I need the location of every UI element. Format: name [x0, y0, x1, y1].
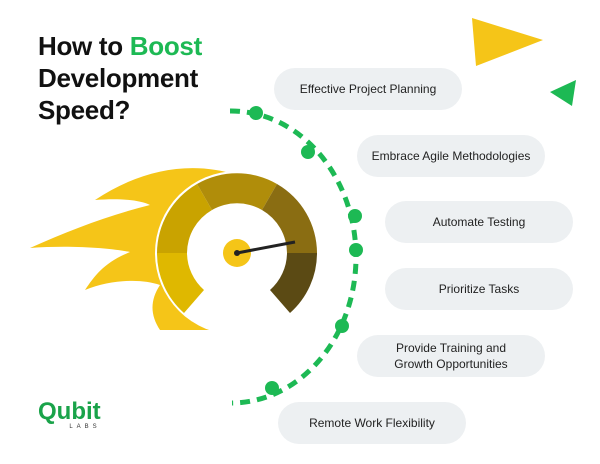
step-pill: Prioritize Tasks [385, 268, 573, 310]
logo-name: Qubit [38, 398, 101, 425]
step-pill: Effective Project Planning [274, 68, 462, 110]
page-title: How to Boost Development Speed? [38, 30, 202, 126]
timeline-dots [249, 106, 363, 395]
yellow-triangle-icon [472, 18, 543, 66]
title-part: Development [38, 63, 198, 93]
step-pill: Provide Training and Growth Opportunitie… [357, 335, 545, 377]
speedometer-icon [155, 171, 319, 335]
title-part: How to [38, 31, 130, 61]
step-pill: Automate Testing [385, 201, 573, 243]
title-highlight: Boost [129, 31, 202, 61]
green-triangle-icon [550, 80, 576, 106]
title-part: Speed? [38, 95, 131, 125]
step-pill: Remote Work Flexibility [278, 402, 466, 444]
qubit-logo: Qubit LABS [38, 398, 101, 431]
logo-sub: LABS [69, 424, 101, 430]
step-pill: Embrace Agile Methodologies [357, 135, 545, 177]
